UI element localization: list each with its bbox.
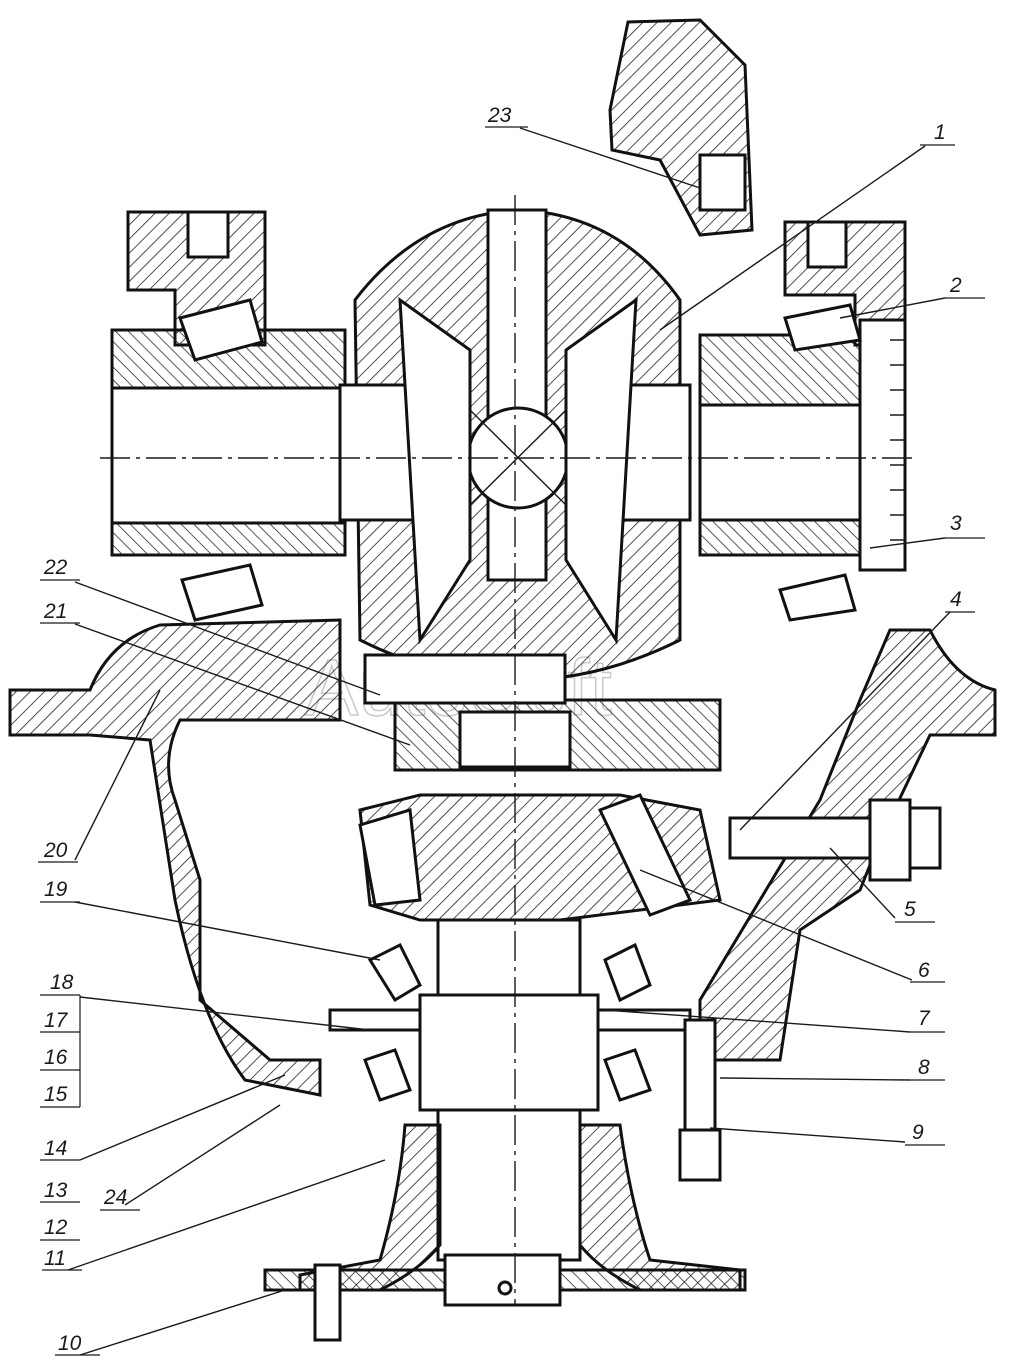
callout-10: 10 [58, 1332, 82, 1355]
callout-21: 21 [43, 600, 67, 623]
callout-12: 12 [44, 1216, 68, 1239]
callout-11: 11 [44, 1247, 66, 1270]
centre-lines [100, 195, 915, 1305]
housing-outline [110, 18, 907, 572]
tapered-bearings-upper [178, 298, 862, 622]
callout-2: 2 [949, 274, 962, 297]
callout-5: 5 [904, 898, 916, 921]
callout-6: 6 [918, 959, 930, 982]
callout-19: 19 [44, 878, 68, 901]
callout-23: 23 [487, 104, 512, 127]
pinion-shaft [263, 918, 747, 1342]
callout-9: 9 [912, 1121, 924, 1144]
callout-17: 17 [44, 1009, 69, 1032]
callout-14: 14 [44, 1137, 67, 1160]
callout-3: 3 [950, 512, 962, 535]
callout-labels: 23 1 2 3 4 5 6 7 8 9 10 11 12 13 14 15 1… [43, 104, 962, 1355]
lower-housing [8, 618, 997, 1097]
callout-7: 7 [918, 1007, 931, 1030]
differential-cage [338, 208, 692, 682]
callout-20: 20 [43, 839, 68, 862]
callout-1: 1 [934, 121, 946, 144]
callout-22: 22 [43, 556, 68, 579]
callout-16: 16 [44, 1046, 68, 1069]
callout-8: 8 [918, 1056, 930, 1079]
leader-lines [38, 126, 985, 1356]
callout-13: 13 [44, 1179, 68, 1202]
callout-24: 24 [103, 1186, 127, 1209]
callout-18: 18 [50, 971, 74, 994]
callout-4: 4 [950, 588, 962, 611]
callout-15: 15 [44, 1083, 68, 1106]
